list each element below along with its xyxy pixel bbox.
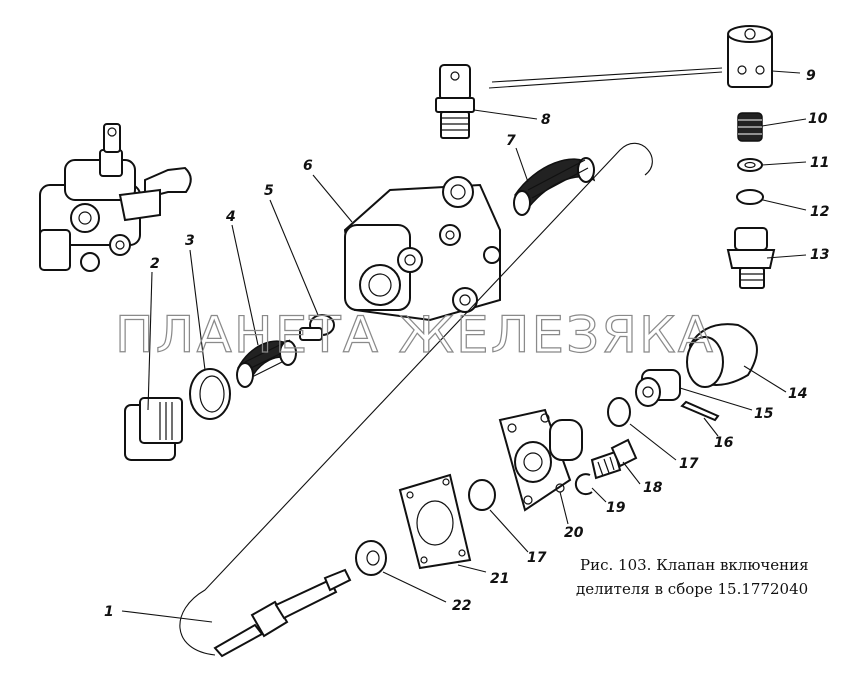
callout-4: 4 — [225, 209, 236, 225]
callout-19: 19 — [606, 500, 626, 516]
caption-line-1: Рис. 103. Клапан включения — [580, 556, 809, 574]
callout-8: 8 — [541, 112, 551, 128]
callout-20: 20 — [564, 525, 584, 541]
callout-16: 16 — [714, 435, 734, 451]
pin-drawing — [299, 314, 335, 341]
callout-3: 3 — [185, 233, 195, 249]
callout-9: 9 — [806, 68, 816, 84]
callout-17-upper: 17 — [679, 456, 699, 472]
callout-15: 15 — [754, 406, 774, 422]
assembled-valve-drawing — [39, 123, 192, 272]
bolt-drawing — [590, 438, 638, 480]
plunger-rod-drawing — [213, 568, 352, 658]
dust-cap-drawing — [686, 323, 758, 388]
callout-6: 6 — [303, 158, 313, 174]
callout-2: 2 — [150, 256, 160, 272]
callout-17-lower: 17 — [527, 550, 547, 566]
watermark-text: ПЛАНЕТА ЖЕЛЕЗЯКА — [115, 306, 715, 364]
callout-13: 13 — [810, 247, 829, 263]
caption-line-2: делителя в сборе 15.1772040 — [576, 580, 809, 598]
spring-drawing — [236, 339, 297, 388]
leader-lines — [121, 67, 807, 623]
bushing-drawing — [635, 369, 681, 407]
callout-7: 7 — [506, 133, 516, 149]
plug-drawing — [124, 397, 183, 461]
valve-body-drawing — [343, 176, 501, 322]
ring-drawing — [607, 397, 631, 427]
callout-22: 22 — [452, 598, 471, 614]
callout-18: 18 — [643, 480, 663, 496]
fitting-drawing — [435, 64, 475, 139]
cap-drawing — [727, 25, 773, 88]
cotter-pin-drawing — [680, 400, 720, 422]
callout-11: 11 — [810, 155, 829, 171]
flange-drawing — [498, 408, 583, 512]
fitting-drawing — [726, 227, 776, 289]
o-ring-drawing — [736, 189, 764, 205]
washer-drawing — [737, 158, 763, 172]
gasket-drawing — [398, 473, 472, 570]
circlip-drawing — [574, 473, 593, 496]
small-spring-drawing — [737, 112, 763, 142]
callout-12: 12 — [810, 204, 829, 220]
callout-10: 10 — [808, 111, 828, 127]
figure-caption: Рис. 103. Клапан включения делителя в сб… — [576, 553, 836, 601]
callout-1: 1 — [104, 604, 114, 620]
callout-14: 14 — [788, 386, 807, 402]
ring-drawing — [468, 479, 496, 511]
callout-21: 21 — [490, 571, 509, 587]
assembly-path-line — [179, 142, 653, 656]
spring-drawing — [513, 157, 596, 216]
washer-drawing — [355, 540, 387, 576]
callout-5: 5 — [264, 183, 274, 199]
